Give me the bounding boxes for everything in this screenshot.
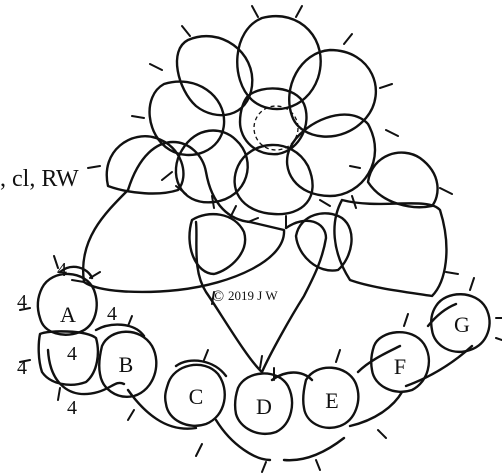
ring-c: C <box>163 363 226 427</box>
ring-d-label: D <box>256 394 272 419</box>
flower-petal-2 <box>288 48 377 138</box>
ring-d-outline <box>233 372 294 435</box>
large-left-chain <box>81 141 286 294</box>
ring-chain: A B C D E F G <box>19 255 502 473</box>
connector-chain-top <box>58 265 458 382</box>
ring-f-outline <box>369 330 431 393</box>
ring-b-label: B <box>119 352 134 377</box>
ring-a-label: A <box>60 302 76 327</box>
ring-f: F <box>369 330 431 393</box>
large-right-chain <box>333 198 448 298</box>
stitch-count-a-right: 4 <box>107 303 117 325</box>
ring-b: B <box>97 330 158 398</box>
ring-d: D <box>233 372 294 435</box>
instruction-text: , cl, RW <box>0 166 79 192</box>
ring-f-label: F <box>394 354 406 379</box>
right-ring <box>366 151 439 209</box>
ring-c-label: C <box>189 384 204 409</box>
ring-a-lower-outline <box>37 330 100 386</box>
flower-petal-3 <box>285 113 377 198</box>
ring-a-lower <box>37 330 100 386</box>
stitch-count-bottom: 4 <box>67 397 77 419</box>
copyright-notice: © 2019 J W <box>212 288 278 305</box>
ring-g: G <box>430 293 491 353</box>
ring-e-outline <box>301 366 360 429</box>
ring-b-outline <box>97 330 158 398</box>
flower-petal-1 <box>236 15 322 111</box>
flower-inner-ring <box>238 87 308 156</box>
inner-left-lobe <box>188 213 247 276</box>
outer-ring-picots <box>71 165 459 381</box>
stitch-counts: 4 4 4 4 4 4 <box>17 259 117 419</box>
ring-chain-picots <box>19 255 502 473</box>
inner-left-ring <box>194 219 328 374</box>
top-left-ring <box>105 135 185 195</box>
center-flower <box>131 5 399 229</box>
flower-petal-7 <box>175 34 254 117</box>
inner-right-lobe <box>294 212 353 272</box>
ring-g-label: G <box>454 312 470 337</box>
stitch-count-lower-left: 4 <box>17 357 27 379</box>
connector-chain-bottom <box>46 344 474 462</box>
center-dashed-ring <box>253 105 299 151</box>
flower-petal-4 <box>233 143 314 216</box>
stitch-count-a-left: 4 <box>17 291 27 313</box>
ring-e: E <box>301 366 360 429</box>
copyright-text: 2019 J W <box>228 288 278 303</box>
stitch-count-middle: 4 <box>67 343 77 365</box>
outer-rings <box>71 135 459 381</box>
ring-e-label: E <box>325 388 338 413</box>
ring-g-outline <box>430 293 491 353</box>
stitch-count-a-top: 4 <box>57 259 67 281</box>
ring-c-outline <box>163 363 226 427</box>
copyright-symbol: © <box>212 288 224 305</box>
flower-petal-6 <box>148 80 226 157</box>
